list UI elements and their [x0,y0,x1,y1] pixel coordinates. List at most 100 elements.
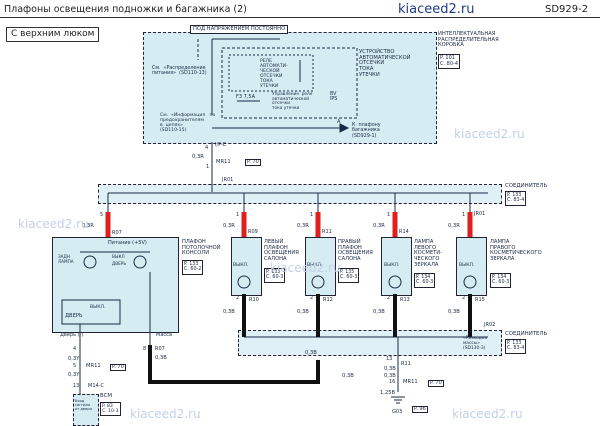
fuse-label: F3 7,5A [236,94,256,100]
console-wire-right: 0,3B [155,355,167,361]
mirror-left-label: ЛАМПА ЛЕВОГО КОСМЕТИ- ЧЕСКОГО ЗЕРКАЛА [414,239,443,268]
mirror-right-label: ЛАМПА ПРАВОГО КОСМЕТИЧЕСКОГО ЗЕРКАЛА [490,239,542,263]
wire-ref-mr11-ground: P. 70 [428,380,444,387]
diagram-code: SD929-2 [545,4,589,15]
wire-code-mr11-bottom: MR11 [86,363,101,369]
console-inner-off: ВЫКЛ [112,254,125,259]
mirror-right-conn-out: R15 [475,297,485,303]
watermark-3: kiaceed2.ru [270,261,341,275]
pin-a-label: A [337,119,341,125]
ground-ref: P. 96 [412,406,428,413]
ips-label: BV IPS [330,92,338,103]
watermark-1: kiaceed2.ru [454,127,525,141]
connector-top-id: JR01 [222,177,234,183]
black-wire-group [148,294,472,384]
console-conn-right: R07 [155,346,165,352]
ijb-label: ИНТЕЛЛЕКТУАЛЬНАЯ РАСПРЕДЕЛИТЕЛЬНАЯ КОРОБ… [438,31,499,49]
mirror-left-wire-pin: 1 [387,212,391,218]
device-label: УСТРОЙСТВО АВТОМАТИЧЕСКОЙ ОТСЕЧКИ ТОКА У… [359,49,411,78]
bulb-mirror-left [388,275,402,289]
connector-top-label: СОЕДИНИТЕЛЬ [505,183,548,189]
mirror-right-pin-out: 2 [462,295,466,301]
wire-code-mr11-ground: MR11 [403,379,418,385]
pin-top: 4 [205,145,209,151]
console-pin-left: 4 [73,346,77,352]
wire-pin-mr11-top: 1 [206,164,210,170]
left-wire-out: 0,3B [223,309,235,315]
mirror-right-switch: ВЫКЛ. [459,263,475,268]
console-switch-off: ВЫКЛ. [90,305,106,310]
connector-top-bar [98,184,502,204]
black-wire-console-mass [148,345,320,384]
diagram-title: Плафоны освещения подножки и багажника (… [4,4,247,15]
component-box-left [231,237,262,296]
console-inner-door: ДВЕРЬ [112,261,127,266]
console-switch-frame [61,299,121,325]
wire-gauge-mr11-ground: 0,3B [384,373,396,379]
bulb-left [237,275,251,289]
connector-bottom-label: СОЕДИНИТЕЛЬ [505,331,548,337]
left-wire-gauge: 0,3R [223,223,235,229]
left-pin-out: 2 [236,295,240,301]
relay-label: РЕЛЕ АВТОМАТИ- ЧЕСКОЙ ОТСЕЧКИ ТОКА УТЕЧК… [260,59,288,90]
mirror-left-conn-out: R13 [400,297,410,303]
mirror-left-ref: P. 134 C. 60-3 [414,273,436,288]
console-pin-right: 8 [143,346,147,352]
mirror-right-wire-out: 0,3B [448,309,460,315]
watermark-5: kiaceed2.ru [452,407,523,421]
left-switch: ВЫКЛ. [233,263,249,268]
ijb-ref: P. 101 C. 80-4 [438,54,461,69]
red-wire-group [105,212,473,237]
right-wire-gauge: 0,3R [297,223,309,229]
right-wire-out: 0,3B [297,309,309,315]
bcm-label: BCM [100,393,113,399]
bcm-ref: P. 83 C. 10-3 [100,402,121,417]
console-box [52,237,179,333]
wire-code-mr11-top: MR11 [216,159,231,165]
left-conn-out: R10 [249,297,259,303]
console-ref: P. 133 C. 60-2 [182,260,204,275]
left-label: ЛЕВЫЙ ПЛАФОН ОСВЕЩЕНИЯ САЛОНА [264,239,299,263]
wire-ref-mr11-bottom: P. 70 [110,364,126,371]
right-pin-out: 2 [310,295,314,301]
ref-trunk-lamp: К плафону багажника (SD929-1) [352,123,381,139]
mirror-left-pin-out: 2 [387,295,391,301]
ref-power-distribution: См. «Распределение питания» (SD110-13) [152,66,207,77]
ground-symbol [391,396,405,404]
bottom-wire-gauge-3: 0,3B [342,373,354,379]
left-wire-pin: 1 [236,212,240,218]
left-conn: R09 [248,229,258,235]
variant-label: С верхним люком [6,27,100,42]
wire-gauge-mr11-bottom: 0,3Y [68,372,80,378]
bottom-wire-conn: R11 [401,361,411,367]
auto-cutoff-device-frame [221,47,358,119]
connector-bottom-bar [238,330,502,356]
console-switch-door: ДВЕРЬ [65,313,83,319]
console-bulb-b [133,255,147,269]
console-mass-out: Масса [156,332,172,338]
bcm-inner: Вход сигнала от двери [75,399,92,411]
bottom-wire-gauge-2: 0,3B [305,350,317,356]
mirror-left-conn: R14 [399,229,409,235]
right-switch: ВЫКЛ. [307,263,323,268]
site-name: kiaceed2.ru [398,2,475,17]
mirror-left-wire-gauge: 0,3R [373,223,385,229]
mirror-right-wire-gauge: 0,3R [448,223,460,229]
console-bulb-a [83,255,97,269]
console-label: ПЛАФОН ПОТОЛОЧНОЙ КОНСОЛИ [182,239,221,257]
watermark-4: kiaceed2.ru [130,407,201,421]
header-rule [0,17,600,18]
wire-pin-mr11-ground: 16 [389,379,396,385]
wire-pin-mr11-bottom: 5 [73,363,77,369]
cutoff-control-label: Управление реле автоматической отсечки т… [272,92,313,112]
left-ref: P. 133 C. 60-3 [264,268,286,283]
console-inner-rear-lamp: ЗАДН ЛАМПА [58,254,74,264]
connector-top-ref: P. 133 C. 83-4 [505,191,527,206]
ground-gauge: 1,25B [380,390,396,396]
component-box-right [305,237,336,296]
wire-gauge-mr11-top: 0,3R [192,154,204,160]
connector-ip-e: I/P-E [215,142,227,148]
bulb-mirror-right [463,275,477,289]
